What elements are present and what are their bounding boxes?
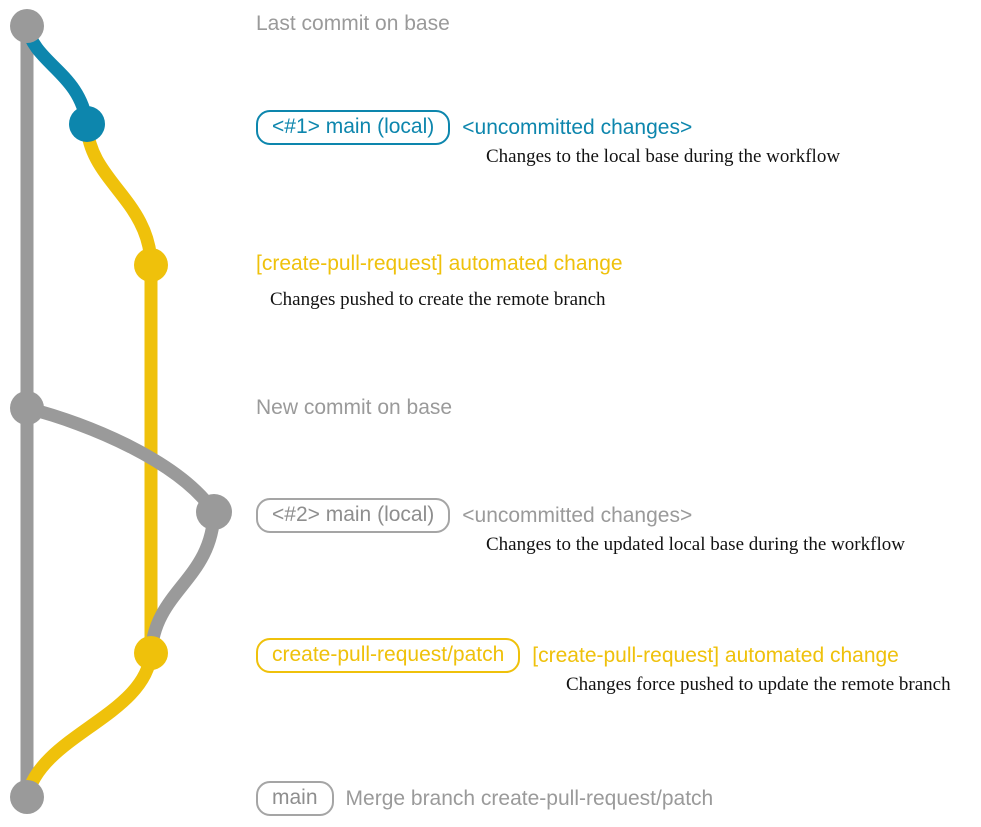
local-commit-1-node[interactable] (69, 106, 105, 142)
merge-branch-line (20, 646, 158, 804)
remote-commit-1-node[interactable] (134, 248, 168, 282)
merge-commit-node[interactable] (10, 780, 44, 814)
commit-row-automated-change-1: [create-pull-request] automated change (256, 252, 623, 275)
commit-subject: <uncommitted changes> (462, 115, 693, 139)
commit-row-merge-commit: main Merge branch create-pull-request/pa… (256, 781, 714, 817)
base-commit-new-node[interactable] (10, 391, 44, 425)
remote-commit-2-node[interactable] (134, 636, 168, 670)
ref-badge-main-local-1[interactable]: <#1> main (local) (256, 110, 451, 146)
commit-subject: <uncommitted changes> (462, 503, 693, 527)
commit-note-automated-change-2: Changes force pushed to update the remot… (566, 674, 951, 695)
commit-row-new-commit-on-base: New commit on base (256, 396, 452, 419)
base-commit-top-node[interactable] (10, 9, 44, 43)
local-to-remote-line-2 (144, 505, 221, 660)
commit-subject: Last commit on base (256, 12, 450, 35)
ref-badge-main[interactable]: main (256, 781, 334, 817)
commit-row-local-change-2: <#2> main (local) <uncommitted changes> (256, 498, 693, 534)
commit-subject: Merge branch create-pull-request/patch (345, 786, 714, 810)
commit-row-last-commit-on-base: Last commit on base (256, 12, 450, 35)
remote-branch-line-1 (80, 117, 158, 272)
ref-badge-main-local-2[interactable]: <#2> main (local) (256, 498, 451, 534)
commit-row-automated-change-2: create-pull-request/patch [create-pull-r… (256, 638, 899, 674)
local-branch-line-2 (20, 401, 221, 519)
commit-subject: [create-pull-request] automated change (532, 643, 899, 667)
commit-note-local-change-1: Changes to the local base during the wor… (486, 146, 841, 167)
commit-note-local-change-2: Changes to the updated local base during… (486, 534, 905, 555)
commit-subject: New commit on base (256, 396, 453, 419)
local-commit-2-node[interactable] (196, 494, 232, 530)
commit-note-automated-change-1: Changes pushed to create the remote bran… (270, 289, 606, 310)
ref-badge-create-pull-request-patch[interactable]: create-pull-request/patch (256, 638, 521, 674)
commit-row-local-change-1: <#1> main (local) <uncommitted changes> (256, 110, 693, 146)
commit-subject: [create-pull-request] automated change (256, 252, 623, 275)
